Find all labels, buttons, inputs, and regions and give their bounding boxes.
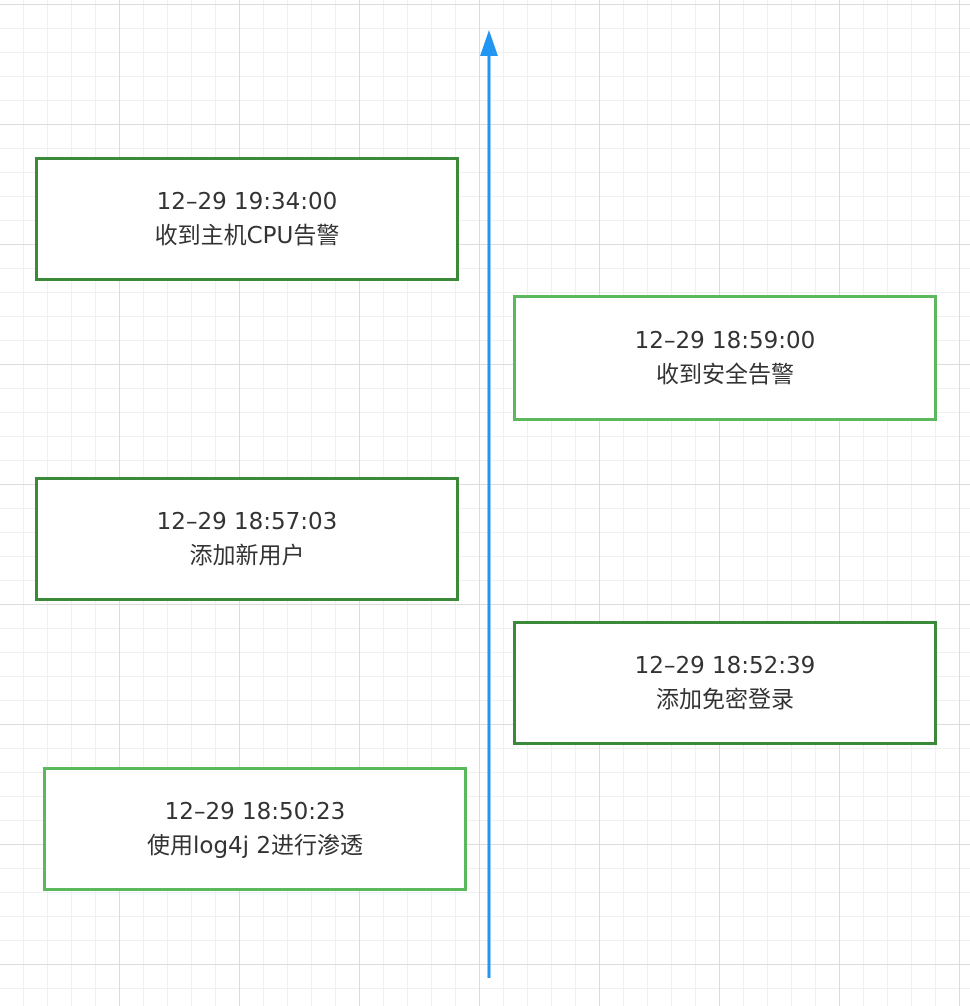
event-box-cpu-alert[interactable]: 12–29 19:34:00 收到主机CPU告警 — [35, 157, 459, 281]
event-label: 使用log4j 2进行渗透 — [146, 833, 364, 859]
event-time: 12–29 18:50:23 — [164, 799, 346, 825]
event-time: 12–29 18:57:03 — [156, 509, 338, 535]
event-label: 收到安全告警 — [656, 362, 794, 388]
axis-arrowhead — [480, 30, 498, 56]
event-box-passwordless-login[interactable]: 12–29 18:52:39 添加免密登录 — [513, 621, 937, 745]
event-box-security-alert[interactable]: 12–29 18:59:00 收到安全告警 — [513, 295, 937, 421]
event-box-log4j-penetration[interactable]: 12–29 18:50:23 使用log4j 2进行渗透 — [43, 767, 467, 891]
event-label: 添加免密登录 — [656, 687, 794, 713]
event-label: 收到主机CPU告警 — [154, 223, 340, 249]
event-time: 12–29 19:34:00 — [156, 189, 338, 215]
event-time: 12–29 18:59:00 — [634, 328, 816, 354]
event-time: 12–29 18:52:39 — [634, 653, 816, 679]
event-box-add-user[interactable]: 12–29 18:57:03 添加新用户 — [35, 477, 459, 601]
event-label: 添加新用户 — [189, 543, 305, 569]
